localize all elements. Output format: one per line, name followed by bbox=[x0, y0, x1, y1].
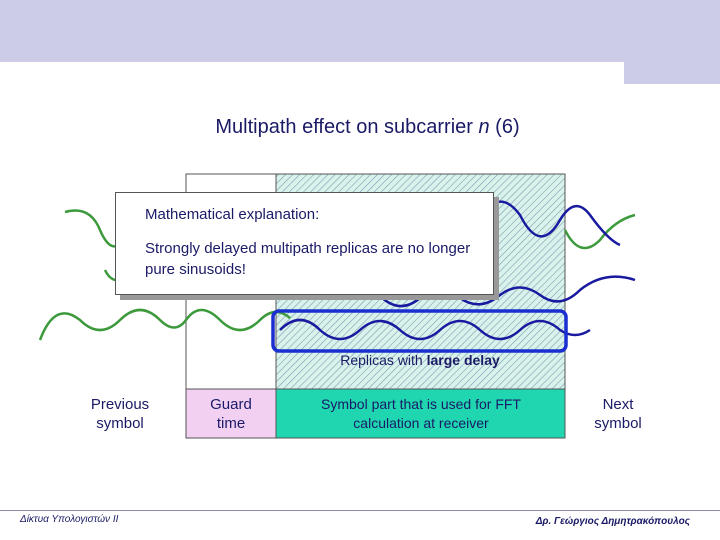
footer-divider bbox=[0, 510, 720, 511]
next-symbol-label: Next symbol bbox=[594, 396, 642, 432]
callout-title: Mathematical explanation: bbox=[145, 206, 320, 223]
guard-time-label: Guard time bbox=[210, 396, 252, 432]
large-delay-caption: Replicas with large delay bbox=[340, 352, 500, 368]
footer-author: Δρ. Γεώργιος Δημητρακόπουλος bbox=[535, 516, 690, 527]
math-explanation-callout: Mathematical explanation: Strongly delay… bbox=[115, 192, 494, 295]
large-delay-highlight bbox=[271, 309, 568, 353]
previous-symbol-label: Previous symbol bbox=[90, 396, 150, 432]
blue-wave-1 bbox=[491, 200, 621, 247]
blue-wave-2 bbox=[379, 275, 636, 308]
callout-body: Strongly delayed multipath replicas are … bbox=[145, 240, 471, 278]
fft-part-label: Symbol part that is used for FFT calcula… bbox=[321, 396, 521, 431]
header-band bbox=[0, 0, 720, 62]
blue-wave-3 bbox=[279, 318, 591, 341]
slide-title: Multipath effect on subcarrier n (6) bbox=[215, 116, 520, 138]
footer-course: Δίκτυα Υπολογιστών II bbox=[20, 514, 119, 525]
green-wave-3 bbox=[38, 308, 291, 341]
fft-part-box bbox=[275, 388, 566, 439]
guard-time-box bbox=[185, 388, 277, 439]
green-wave-right bbox=[563, 213, 636, 250]
header-corner-block bbox=[624, 62, 720, 84]
